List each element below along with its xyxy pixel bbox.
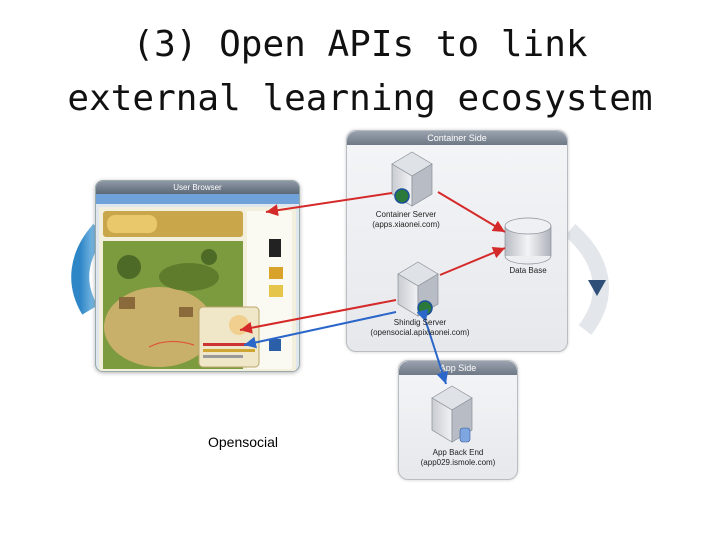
arrow-shindig-to-database <box>439 247 506 276</box>
container-server-host: (apps.xiaonei.com) <box>372 220 440 229</box>
container-side-header: Container Side <box>347 131 567 145</box>
shindig-server-name: Shindig Server <box>393 318 447 327</box>
browser-title: User Browser <box>96 181 299 194</box>
shindig-server-host: (opensocial.apixiaonei.com) <box>370 328 470 337</box>
app-back-end-server-icon <box>431 385 473 443</box>
right-arc-segment <box>564 223 609 335</box>
container-server-name: Container Server <box>375 210 437 219</box>
slide-title-line-2: external learning ecosystem <box>67 78 653 119</box>
app-back-end-host: (app029.ismole.com) <box>420 458 496 467</box>
arrow-container-to-database <box>437 191 506 233</box>
browser-game-screenshot <box>99 207 296 371</box>
arrow-shindig-to-app-back-end <box>416 308 449 385</box>
database-label: Data Base <box>509 266 547 275</box>
arrow-shindig-to-app-browser <box>243 311 397 349</box>
shindig-server-icon <box>397 261 439 317</box>
arrow-container-to-browser <box>265 192 393 217</box>
app-back-end-name: App Back End <box>432 448 484 457</box>
browser-toolbar <box>96 194 299 204</box>
database-icon <box>504 217 552 265</box>
container-server-icon <box>391 151 433 207</box>
app-back-end-label: App Back End (app029.ismole.com) <box>406 448 510 468</box>
shindig-server-label: Shindig Server (opensocial.apixiaonei.co… <box>360 318 480 338</box>
container-server-label: Container Server (apps.xiaonei.com) <box>360 210 452 230</box>
background-cycle-arc <box>71 223 609 335</box>
slide-title-line-1: (3) Open APIs to link <box>132 24 588 65</box>
left-arc-segment <box>71 224 107 315</box>
arrow-shindig-to-browser <box>239 299 397 334</box>
opensocial-caption: Opensocial <box>208 434 279 450</box>
arc-arrowhead-icon <box>588 280 606 296</box>
